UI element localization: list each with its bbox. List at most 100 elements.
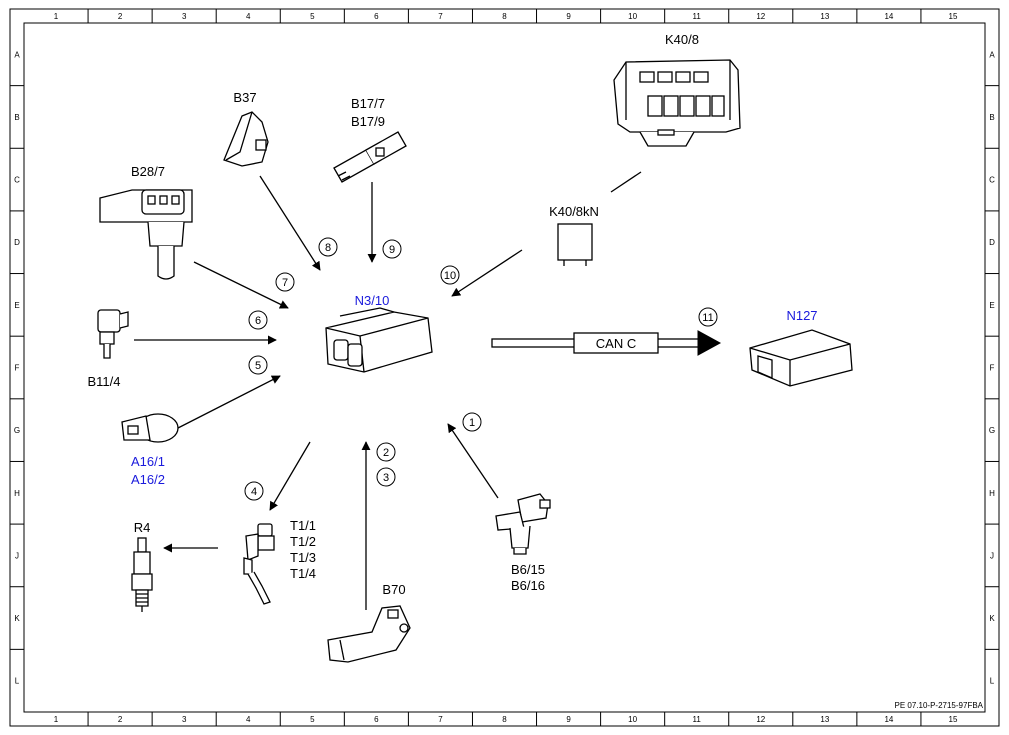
drawing-reference-code: PE 07.10-P-2715-97FBA [895, 701, 984, 710]
k40-8kn-relay-icon [557, 223, 593, 266]
label-a16-2: A16/2 [131, 472, 165, 487]
grid-row-label-right: J [990, 551, 994, 560]
grid-column-label-bottom: 1 [54, 715, 59, 724]
b37-sensor-icon [223, 111, 269, 167]
grid-column-label-top: 15 [949, 12, 958, 21]
marker-5: 5 [248, 355, 268, 375]
grid-row-label-right: B [989, 113, 994, 122]
grid-column-label-top: 7 [438, 12, 443, 21]
marker-4: 4 [244, 481, 264, 501]
grid-column-label-bottom: 5 [310, 715, 315, 724]
grid-column-label-bottom: 6 [374, 715, 379, 724]
k40-8-link-line [610, 171, 642, 193]
b17-sensor-icon [333, 131, 407, 183]
r4-spark-plug-icon [131, 537, 153, 612]
marker-7: 7 [275, 272, 295, 292]
grid-row-label-right: K [989, 614, 995, 623]
grid-column-label-bottom: 4 [246, 715, 251, 724]
grid-column-label-bottom: 14 [884, 715, 893, 724]
label-n127: N127 [786, 308, 817, 323]
b6-sensor-icon [495, 493, 551, 555]
svg-text:3: 3 [383, 472, 389, 484]
label-r4: R4 [134, 520, 151, 535]
grid-column-label-bottom: 9 [566, 715, 571, 724]
n3-10-control-unit-icon [325, 307, 433, 373]
svg-text:4: 4 [251, 486, 257, 498]
grid-row-label-right: D [989, 238, 995, 247]
grid-column-label-top: 9 [566, 12, 571, 21]
label-b70: B70 [382, 582, 405, 597]
svg-text:5: 5 [255, 360, 261, 372]
label-b28-7: B28/7 [131, 164, 165, 179]
grid-row-label-right: C [989, 176, 995, 185]
grid-column-label-bottom: 11 [693, 715, 702, 724]
grid-column-label-top: 3 [182, 12, 187, 21]
grid-column-label-top: 4 [246, 12, 251, 21]
marker-6: 6 [248, 310, 268, 330]
grid-column-label-bottom: 15 [949, 715, 958, 724]
grid-column-label-top: 13 [820, 12, 829, 21]
marker-9: 9 [382, 239, 402, 259]
grid-column-label-top: 14 [884, 12, 893, 21]
label-k40-8: K40/8 [665, 32, 699, 47]
svg-text:1: 1 [469, 417, 475, 429]
grid-ticks [10, 9, 999, 726]
grid-row-label-left: J [15, 551, 19, 560]
arrow-signal-8 [259, 175, 321, 271]
arrow-signal-10 [451, 249, 523, 297]
grid-column-label-top: 10 [628, 12, 637, 21]
grid-column-label-bottom: 3 [182, 715, 187, 724]
svg-text:8: 8 [325, 242, 331, 254]
grid-column-label-top: 8 [502, 12, 507, 21]
grid-column-label-bottom: 12 [756, 715, 765, 724]
svg-text:2: 2 [383, 447, 389, 459]
arrow-signal-1 [447, 423, 499, 499]
grid-column-label-bottom: 2 [118, 715, 123, 724]
arrow-signal-5 [177, 375, 281, 429]
label-t1-4: T1/4 [290, 566, 316, 581]
can-c-bus: CAN C [491, 330, 722, 356]
grid-row-label-right: E [989, 301, 994, 310]
t1-ignition-coil-icon [243, 523, 275, 605]
b11-4-sensor-icon [97, 309, 129, 359]
marker-2: 2 [376, 442, 396, 462]
a16-sensor-icon [121, 413, 179, 443]
label-t1-2: T1/2 [290, 534, 316, 549]
marker-11: 11 [698, 307, 718, 327]
grid-column-label-top: 1 [54, 12, 59, 21]
grid-labels: 1122334455667788991010111112121313141415… [14, 12, 995, 724]
b70-sensor-icon [327, 605, 411, 663]
svg-text:6: 6 [255, 315, 261, 327]
n127-control-unit-icon [749, 329, 853, 387]
k40-8-module-icon [613, 59, 741, 147]
grid-row-label-left: L [15, 677, 20, 686]
signal-number-markers: 1 2 3 4 5 6 7 8 9 10 11 [244, 237, 718, 501]
grid-column-label-top: 2 [118, 12, 123, 21]
can-c-label: CAN C [596, 336, 636, 351]
label-b11-4: B11/4 [87, 374, 120, 389]
grid-row-label-right: A [989, 50, 995, 59]
grid-row-label-left: B [14, 113, 19, 122]
marker-8: 8 [318, 237, 338, 257]
b28-7-sensor-icon [99, 189, 193, 280]
grid-row-label-left: A [14, 50, 20, 59]
grid-row-label-right: G [989, 426, 995, 435]
grid-row-label-left: G [14, 426, 20, 435]
label-a16-1: A16/1 [131, 454, 165, 469]
grid-row-label-left: K [14, 614, 20, 623]
grid-column-label-bottom: 13 [820, 715, 829, 724]
label-b6-16: B6/16 [511, 578, 545, 593]
svg-text:7: 7 [282, 277, 288, 289]
label-n3-10: N3/10 [355, 293, 390, 308]
grid-row-label-left: H [14, 489, 20, 498]
grid-row-label-right: F [990, 364, 995, 373]
grid-column-label-top: 5 [310, 12, 315, 21]
label-t1-3: T1/3 [290, 550, 316, 565]
grid-row-label-right: H [989, 489, 995, 498]
marker-3: 3 [376, 467, 396, 487]
signal-arrows [134, 175, 523, 610]
grid-column-label-top: 6 [374, 12, 379, 21]
grid-row-label-left: C [14, 176, 20, 185]
marker-10: 10 [440, 265, 460, 285]
